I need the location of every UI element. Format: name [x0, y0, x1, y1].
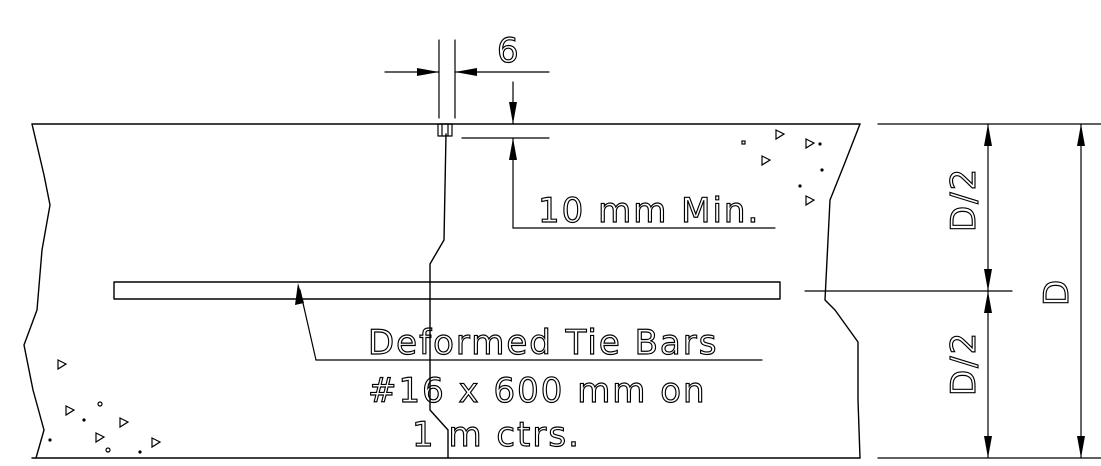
groove-depth-label: 10 mm Min. [538, 191, 760, 231]
half-depth-top-label: D/2 [944, 167, 984, 232]
joint-crack-line [429, 133, 449, 459]
aggregate-hatch-top-right [741, 129, 824, 207]
half-depth-bottom-label: D/2 [944, 331, 984, 396]
tie-bar-spacing: 1 m ctrs. [412, 415, 581, 455]
aggregate-hatch-bottom-left [48, 359, 162, 454]
slab-left-break-line [23, 123, 51, 459]
groove-sealant [437, 123, 453, 137]
tie-bar-title: Deformed Tie Bars [368, 323, 718, 363]
joint-groove [437, 123, 453, 137]
depth-dimensions: D/2 D/2 D [804, 123, 1101, 459]
slab-right-break-line [824, 123, 861, 459]
tie-bar [113, 281, 781, 300]
tie-bar-size: #16 x 600 mm on [368, 371, 707, 411]
groove-width-dimension: 6 [384, 30, 550, 119]
tie-bar-callout: Deformed Tie Bars #16 x 600 mm on 1 m ct… [295, 283, 763, 456]
groove-width-label: 6 [497, 31, 521, 71]
groove-depth-dimension: 10 mm Min. [461, 81, 776, 232]
full-depth-label: D [1037, 278, 1077, 306]
